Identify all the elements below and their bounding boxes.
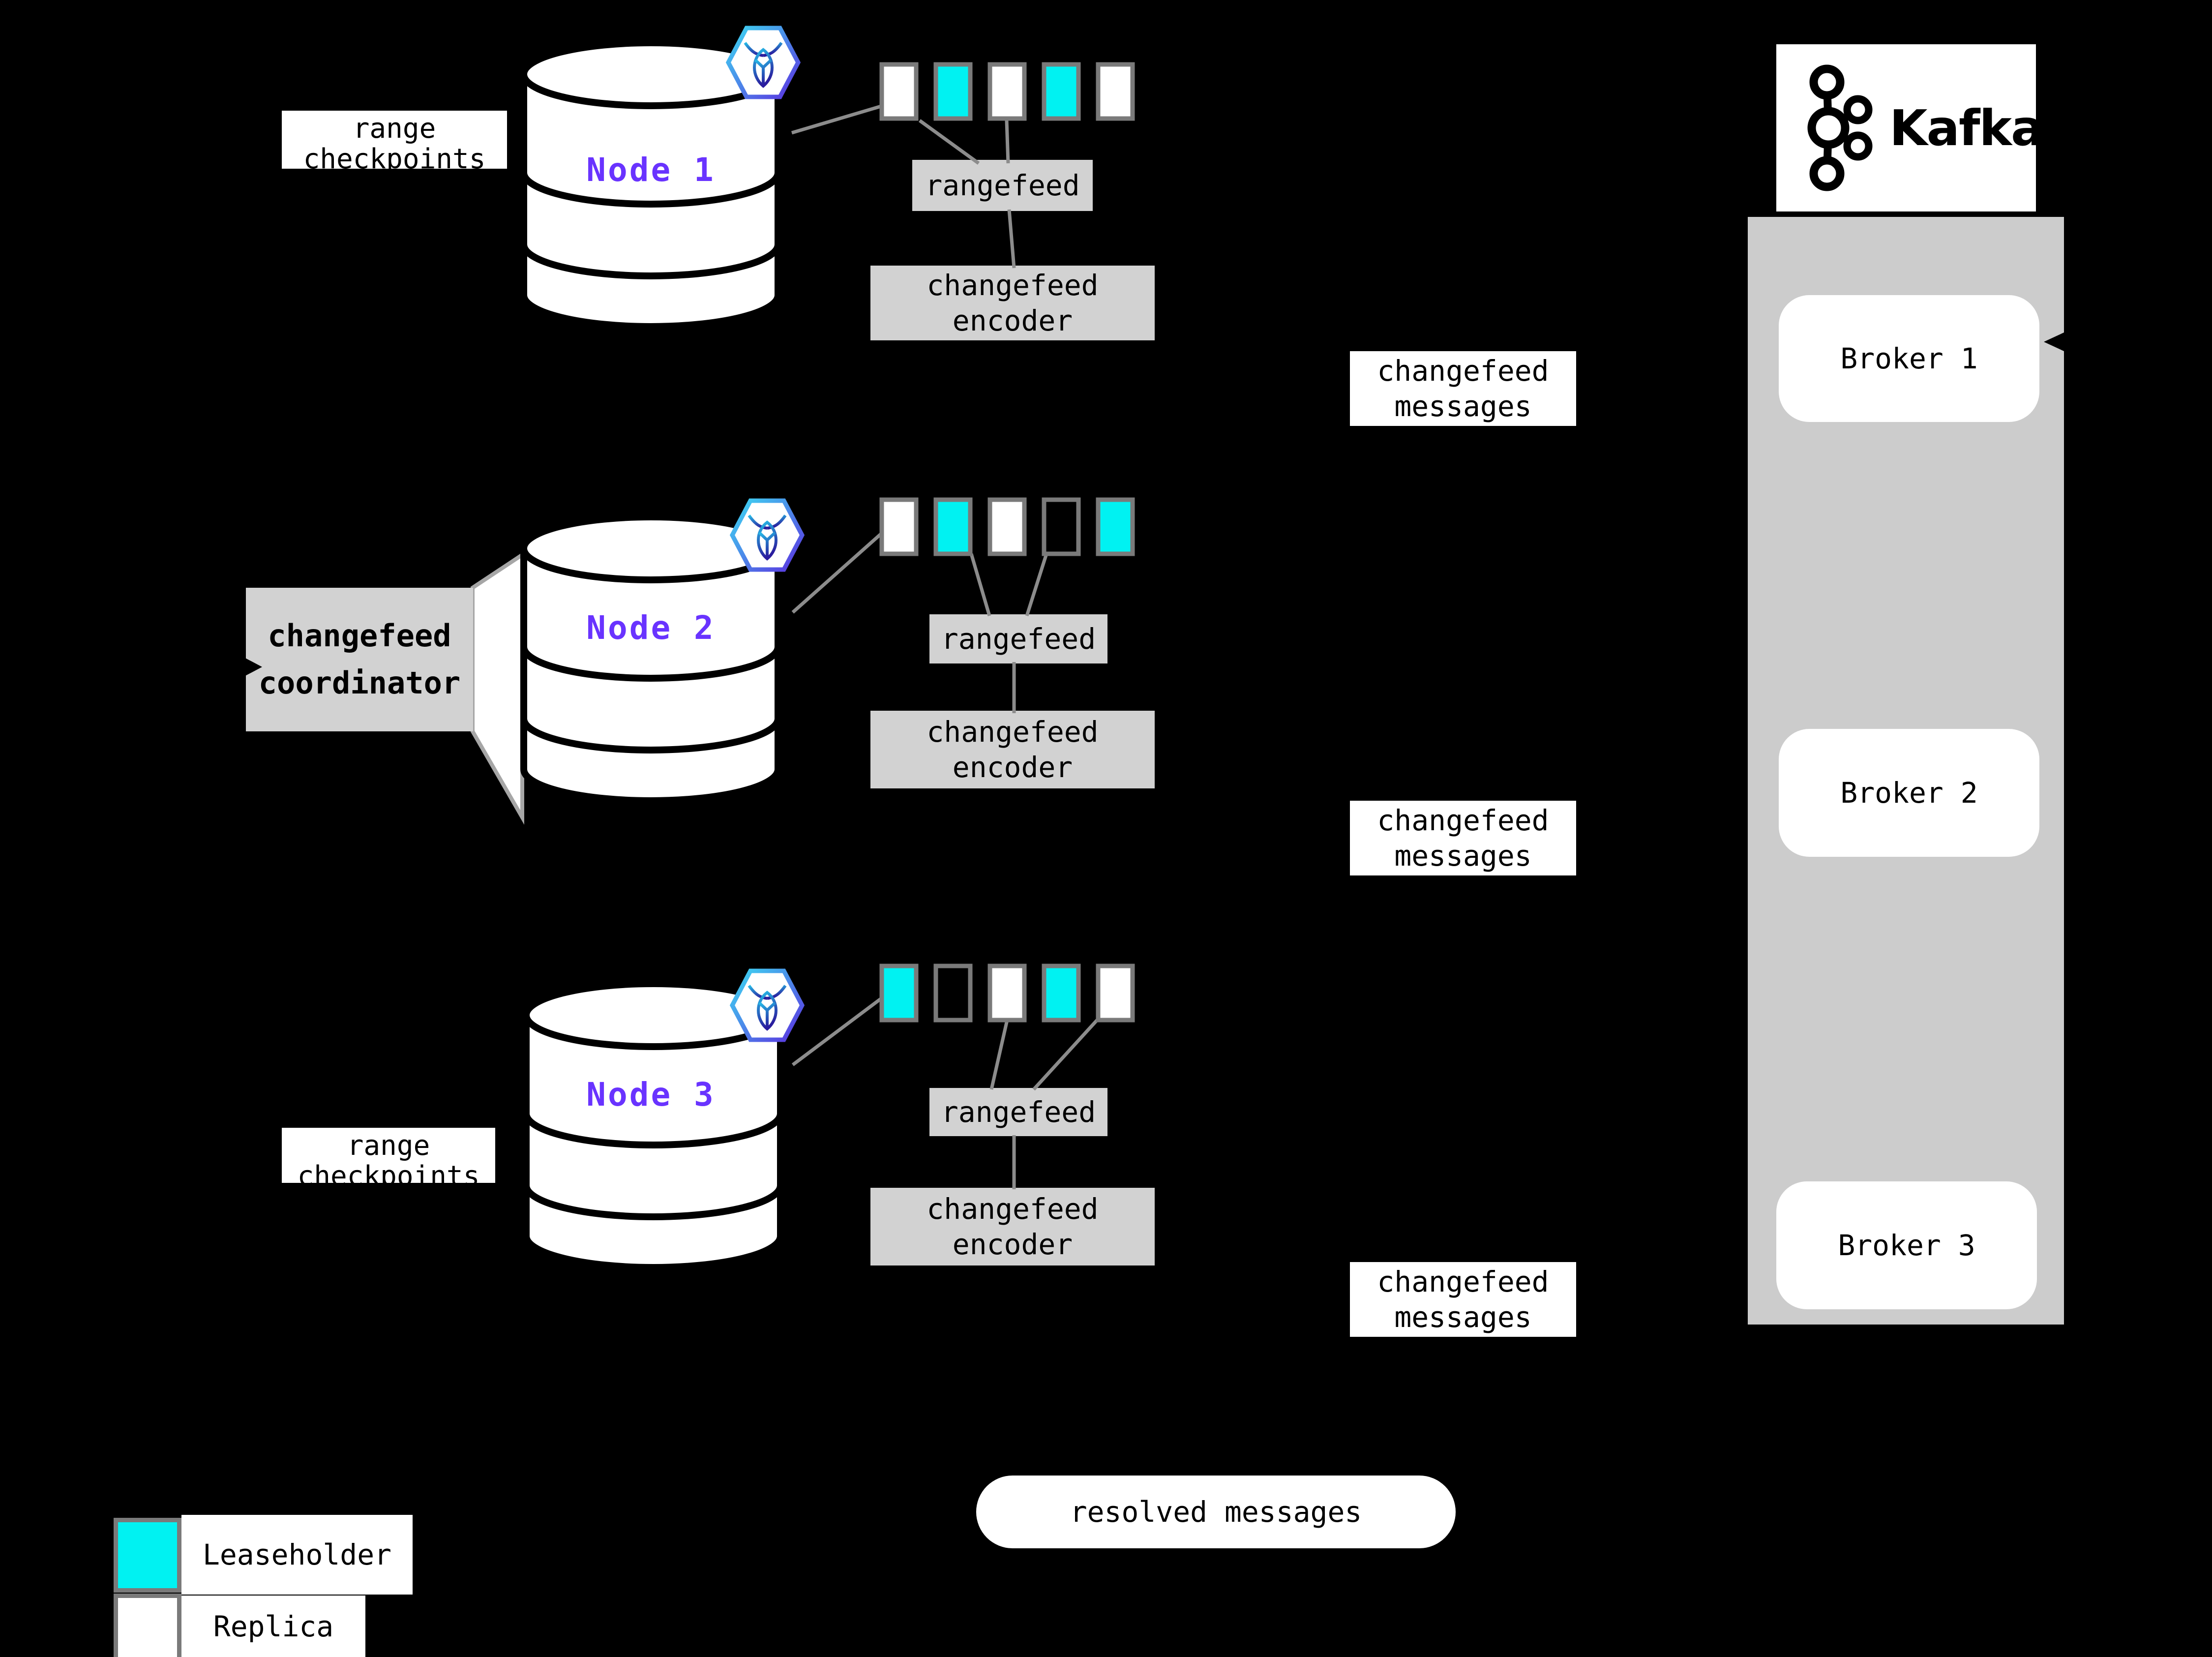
kafka-broker-3-label: Broker 3 xyxy=(1838,1229,1975,1262)
range xyxy=(1042,62,1081,121)
legend-label-leaseholder: Leaseholder xyxy=(181,1515,413,1595)
range xyxy=(879,964,919,1023)
changefeed-encoder-box-node3: changefeed encoder xyxy=(870,1188,1155,1265)
node1-label: Node 1 xyxy=(517,148,785,192)
changefeed-messages-label-1: changefeed messages xyxy=(1350,351,1576,426)
range-checkpoints-line2: checkpoints xyxy=(297,1160,480,1183)
changefeed-encoder-line1: changefeed xyxy=(927,1192,1099,1226)
node3-ranges xyxy=(879,964,1135,1023)
coordinator-callout-wedge xyxy=(471,551,524,825)
rangefeed-label: rangefeed xyxy=(925,169,1080,202)
node3-name: Node 3 xyxy=(586,1075,716,1114)
node2-name: Node 2 xyxy=(586,608,716,647)
range xyxy=(1042,497,1081,556)
range xyxy=(933,62,973,121)
rangefeed-label: rangefeed xyxy=(941,1095,1096,1129)
resolved-messages-text: resolved messages xyxy=(1070,1495,1362,1529)
changefeed-messages-line2: messages xyxy=(1394,1300,1532,1334)
changefeed-messages-line2: messages xyxy=(1394,390,1532,423)
range-checkpoints-line1: range xyxy=(347,1130,430,1162)
kafka-broker-2: Broker 2 xyxy=(1779,729,2039,857)
range xyxy=(879,497,919,556)
rangefeed-label: rangefeed xyxy=(941,622,1096,656)
changefeed-coordinator-box: changefeed coordinator xyxy=(246,588,473,731)
legend-replica-text: Replica xyxy=(213,1609,334,1643)
node2-label: Node 2 xyxy=(517,605,785,650)
range-checkpoints-line2: checkpoints xyxy=(303,143,486,169)
changefeed-encoder-box-node2: changefeed encoder xyxy=(870,711,1155,788)
node2-database-cylinder xyxy=(524,517,778,801)
broker1-arrowhead xyxy=(2044,332,2064,351)
changefeed-coordinator-line2: coordinator xyxy=(258,665,461,701)
legend-leaseholder-text: Leaseholder xyxy=(202,1538,392,1571)
range xyxy=(987,964,1027,1023)
cockroachdb-logo-badge-node2 xyxy=(732,501,802,570)
node2-ranges xyxy=(879,497,1135,556)
range xyxy=(987,497,1027,556)
kafka-logo-wordmark: Kafka xyxy=(1889,99,2044,157)
kafka-logo-mark xyxy=(1812,69,1869,187)
coordinator-arrowhead xyxy=(244,658,262,676)
range xyxy=(987,62,1027,121)
changefeed-messages-line1: changefeed xyxy=(1377,804,1549,837)
changefeed-encoder-line1: changefeed xyxy=(927,269,1099,302)
range xyxy=(879,62,919,121)
cockroachdb-logo-badge-node1 xyxy=(728,28,798,97)
changefeed-messages-label-2: changefeed messages xyxy=(1350,801,1576,875)
changefeed-messages-line1: changefeed xyxy=(1377,354,1549,388)
rangefeed-box-node1: rangefeed xyxy=(912,160,1093,211)
node1-ranges xyxy=(879,62,1135,121)
connector-lines xyxy=(791,104,1103,1189)
kafka-broker-1: Broker 1 xyxy=(1779,295,2039,422)
cockroachdb-logo-badge-node3 xyxy=(732,971,802,1040)
changefeed-encoder-line1: changefeed xyxy=(927,715,1099,749)
changefeed-encoder-line2: encoder xyxy=(952,304,1073,337)
resolved-messages-label: resolved messages xyxy=(976,1476,1456,1548)
range-checkpoints-line1: range xyxy=(353,113,436,145)
changefeed-messages-label-3: changefeed messages xyxy=(1350,1262,1576,1337)
rangefeed-box-node2: rangefeed xyxy=(929,614,1107,663)
kafka-broker-3: Broker 3 xyxy=(1776,1181,2037,1309)
node3-label: Node 3 xyxy=(517,1072,785,1116)
range-checkpoints-label-top: range checkpoints xyxy=(282,111,507,169)
legend-label-replica: Replica xyxy=(181,1596,365,1657)
legend-swatch-replica xyxy=(114,1594,181,1657)
range xyxy=(1096,964,1135,1023)
changefeed-coordinator-line1: changefeed xyxy=(268,618,451,654)
range xyxy=(1096,62,1135,121)
range xyxy=(933,497,973,556)
kafka-broker-1-label: Broker 1 xyxy=(1840,342,1978,375)
range xyxy=(933,964,973,1023)
changefeed-encoder-box-node1: changefeed encoder xyxy=(870,266,1155,340)
kafka-broker-2-label: Broker 2 xyxy=(1840,776,1978,810)
changefeed-messages-line1: changefeed xyxy=(1377,1265,1549,1298)
legend-swatch-leaseholder xyxy=(114,1518,181,1593)
changefeed-messages-line2: messages xyxy=(1394,839,1532,873)
range xyxy=(1042,964,1081,1023)
changefeed-encoder-line2: encoder xyxy=(952,1228,1073,1261)
node1-name: Node 1 xyxy=(586,151,716,189)
rangefeed-box-node3: rangefeed xyxy=(929,1088,1107,1136)
range-checkpoints-label-bottom: range checkpoints xyxy=(282,1128,495,1183)
changefeed-encoder-line2: encoder xyxy=(952,751,1073,784)
range xyxy=(1096,497,1135,556)
